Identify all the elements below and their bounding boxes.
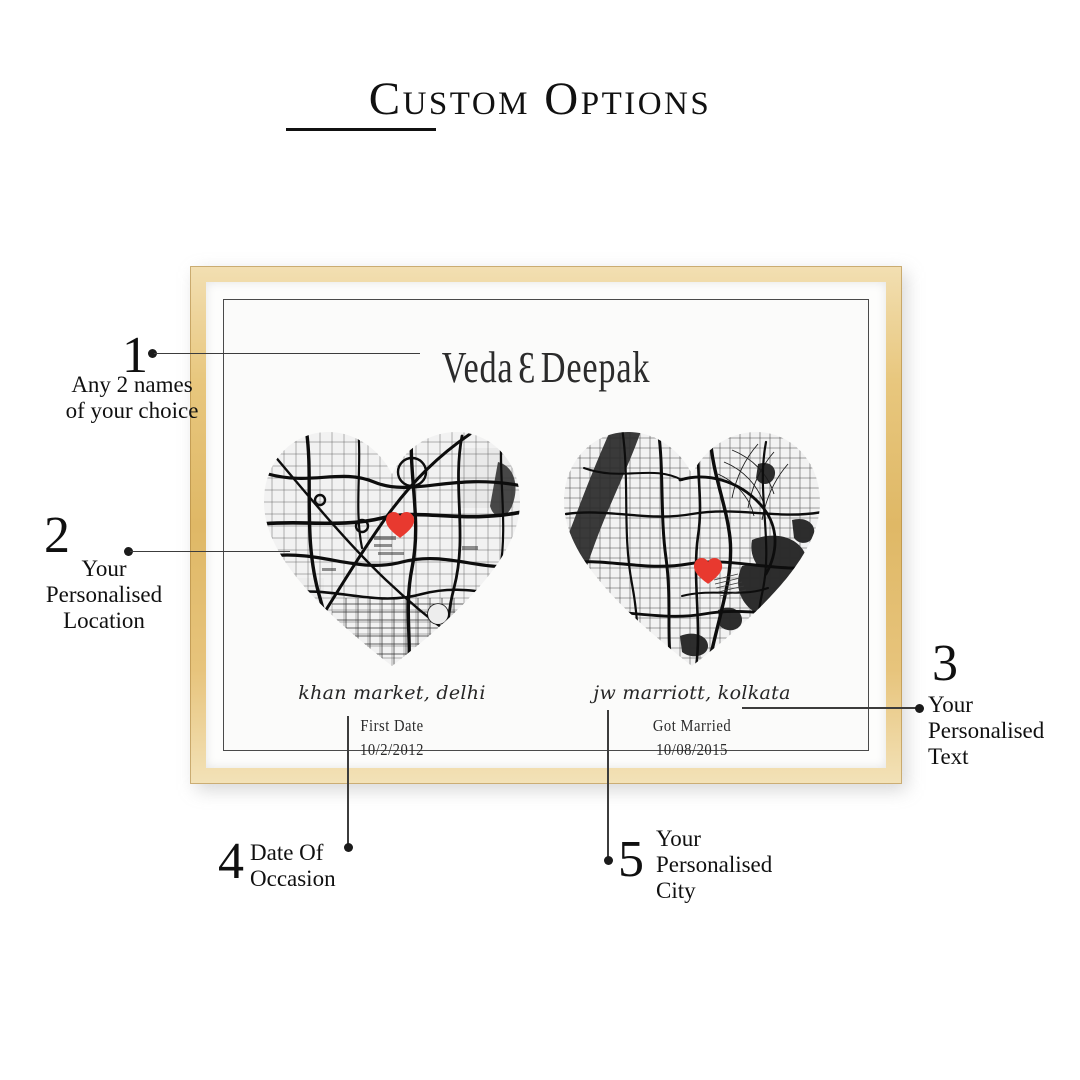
callout-line-3 (742, 707, 918, 709)
callout-line-5 (607, 710, 609, 860)
callout-4-line-1: Date Of (250, 840, 324, 865)
map-place-right: jw marriott, kolkata (593, 682, 791, 704)
heart-map-left-svg (264, 432, 520, 666)
map-date-right: 10/08/2015 (656, 740, 728, 759)
callout-2-line-3: Location (63, 607, 145, 633)
callout-number-3: 3 (932, 635, 958, 692)
name-second: Deepak (540, 343, 651, 392)
callout-4-line-2: Occasion (250, 865, 336, 891)
title-underline (286, 128, 436, 131)
callout-line-2 (130, 550, 290, 553)
map-caption-left: khan market, delhi First Date 10/2/2012 (242, 682, 542, 760)
ampersand-glyph: Ɛ (518, 343, 537, 392)
map-occasion-left: First Date (360, 716, 424, 735)
callout-number-1: 1 (122, 327, 148, 384)
callout-text-4: Date Of Occasion (250, 840, 420, 892)
callout-5-line-2: Personalised (656, 851, 773, 877)
page-title: Custom Options (368, 73, 712, 125)
map-block-left: khan market, delhi First Date 10/2/2012 (242, 428, 542, 760)
heart-map-right[interactable] (562, 428, 822, 668)
map-caption-right: jw marriott, kolkata Got Married 10/08/2… (542, 682, 842, 760)
callout-1-line-2: of your choice (65, 397, 199, 423)
callout-2-line-1: Your (81, 556, 127, 581)
callout-dot-3 (915, 703, 924, 713)
callout-text-1: Any 2 names of your choice (32, 372, 232, 424)
callout-dot-1 (148, 349, 157, 358)
callout-5-line-3: City (656, 877, 696, 903)
red-heart-marker (694, 558, 723, 584)
callout-1-line-1: Any 2 names (71, 372, 193, 397)
callout-text-2: Your Personalised Location (24, 556, 184, 633)
callout-line-1 (154, 352, 420, 355)
red-heart-marker (386, 512, 415, 538)
map-block-right: jw marriott, kolkata Got Married 10/08/2… (542, 428, 842, 760)
callout-number-4: 4 (218, 833, 244, 890)
callout-number-5: 5 (618, 831, 644, 888)
callout-text-5: Your Personalised City (656, 826, 836, 903)
callout-2-line-2: Personalised (45, 581, 163, 607)
callout-number-2: 2 (44, 507, 70, 564)
callout-3-line-2: Personalised (928, 717, 1045, 743)
callout-text-3: Your Personalised Text (928, 692, 1078, 769)
callout-3-line-3: Text (928, 743, 969, 769)
callout-dot-2 (124, 547, 133, 556)
heart-map-left[interactable] (262, 428, 522, 668)
callout-3-line-1: Your (928, 692, 973, 717)
name-first: Veda (441, 343, 514, 392)
map-occasion-right: Got Married (652, 716, 732, 735)
callout-line-4 (347, 716, 349, 848)
heart-map-right-svg (564, 432, 820, 666)
callout-5-line-1: Your (656, 826, 701, 851)
callout-dot-5 (603, 856, 613, 865)
map-place-left: khan market, delhi (298, 682, 486, 704)
callout-dot-4 (343, 843, 353, 852)
map-date-left: 10/2/2012 (360, 740, 424, 759)
